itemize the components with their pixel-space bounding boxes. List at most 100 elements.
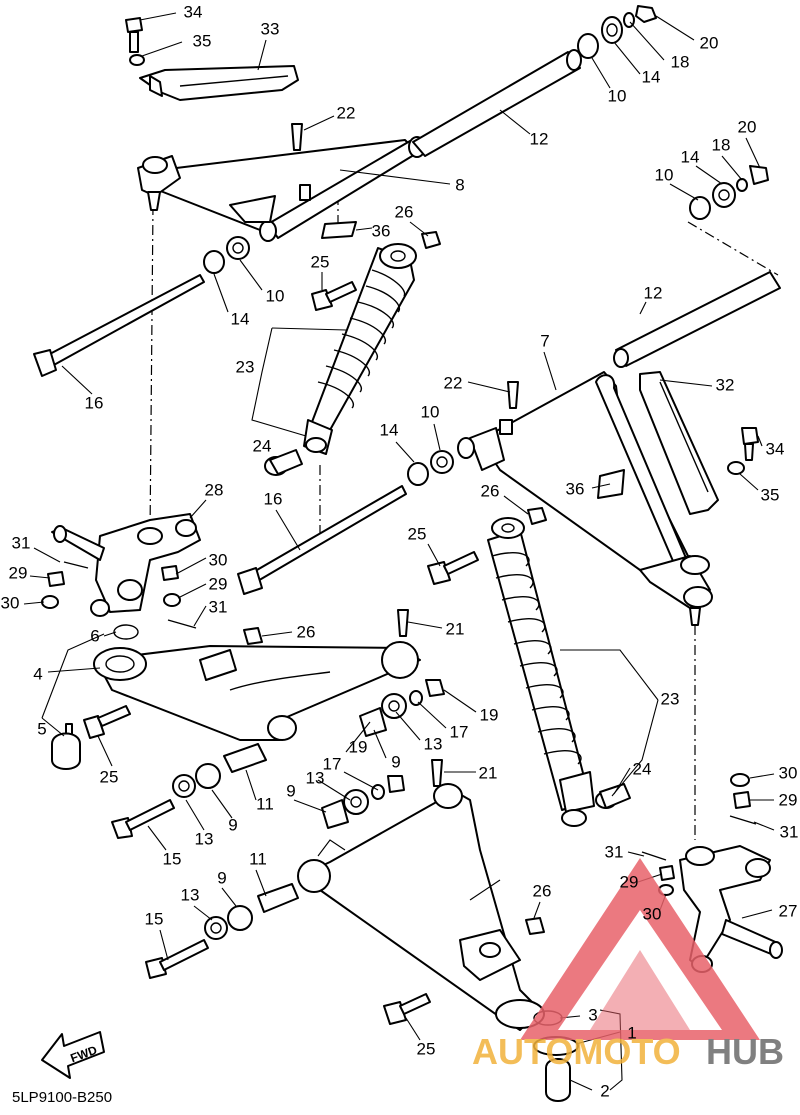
nut-26-middle: [527, 507, 547, 525]
callout-22: 22: [337, 103, 356, 122]
bolt-25-left: [83, 705, 131, 739]
grease-nipple-21-center: [431, 759, 443, 787]
callout-34: 34: [766, 439, 785, 458]
callout-16: 16: [264, 489, 283, 508]
bushings-center-stack: [321, 775, 405, 829]
callout-14: 14: [642, 67, 661, 86]
bolt-25-bottom: [383, 993, 431, 1025]
shock-absorber-upper: [264, 243, 417, 476]
callout-20: 20: [738, 117, 757, 136]
callout-36: 36: [566, 479, 585, 498]
bolt-16-middle: [237, 485, 407, 595]
knuckle-28: [51, 513, 201, 617]
lower-arm-4: [93, 641, 421, 741]
top-right-hardware: [577, 5, 657, 59]
callout-26: 26: [481, 481, 500, 500]
callout-29: 29: [209, 574, 228, 593]
callout-32: 32: [716, 375, 735, 394]
callout-4: 4: [33, 664, 42, 683]
callout-19: 19: [480, 705, 499, 724]
callout-21: 21: [479, 763, 498, 782]
callout-14: 14: [231, 309, 250, 328]
callout-10: 10: [421, 402, 440, 421]
callout-23: 23: [661, 689, 680, 708]
grease-nipple-22-right: [499, 381, 519, 435]
diagram-code: 5LP9100-B250: [12, 1089, 112, 1106]
callout-1: 1: [627, 1023, 636, 1042]
callout-14: 14: [380, 420, 399, 439]
left-hardware-29-30-31: [41, 561, 197, 629]
callout-17: 17: [450, 722, 469, 741]
watermark-brand-b: HUB: [706, 1031, 784, 1072]
callout-13: 13: [306, 768, 325, 787]
callout-3: 3: [588, 1005, 597, 1024]
callout-12: 12: [644, 283, 663, 302]
callout-25: 25: [408, 524, 427, 543]
callout-26: 26: [297, 622, 316, 641]
watermark-inner-triangle-icon: [590, 950, 690, 1030]
upper-arm-7: [457, 371, 713, 626]
callout-5: 5: [37, 719, 46, 738]
bolt-34-top: [125, 17, 145, 66]
callout-25: 25: [100, 767, 119, 786]
callout-35: 35: [193, 31, 212, 50]
callout-20: 20: [700, 33, 719, 52]
right-upper-hardware: [689, 165, 769, 220]
callout-14: 14: [681, 147, 700, 166]
callout-18: 18: [671, 52, 690, 71]
watermark-brand-a: AUTOMOTO: [472, 1031, 681, 1072]
callout-30: 30: [1, 593, 20, 612]
callout-6: 6: [90, 626, 99, 645]
bolt-25-upper: [311, 281, 357, 311]
callout-13: 13: [195, 829, 214, 848]
callout-17: 17: [323, 754, 342, 773]
bolt-15-upper: [111, 799, 175, 839]
callout-25: 25: [311, 252, 330, 271]
callout-21: 21: [446, 619, 465, 638]
callout-34: 34: [184, 2, 203, 21]
bolt-16-upper: [33, 274, 205, 377]
circlip-6: [113, 624, 139, 640]
callout-9: 9: [228, 815, 237, 834]
callout-10: 10: [266, 286, 285, 305]
callout-31: 31: [209, 597, 228, 616]
bolt-15-lower: [145, 939, 209, 979]
callout-8: 8: [455, 175, 464, 194]
bushings-middle-stack: [359, 679, 445, 737]
lower-arm-bottom: [297, 783, 545, 1031]
callout-31: 31: [12, 533, 31, 552]
callout-16: 16: [85, 393, 104, 412]
callout-30: 30: [643, 904, 662, 923]
callout-11: 11: [249, 849, 267, 868]
callout-13: 13: [181, 885, 200, 904]
callout-30: 30: [209, 550, 228, 569]
bushings-right-middle: [407, 450, 454, 486]
nut-26-top: [421, 231, 441, 249]
callout-13: 13: [424, 734, 443, 753]
callout-33: 33: [261, 19, 280, 38]
label-36-top: [321, 221, 357, 239]
callout-2: 2: [600, 1081, 609, 1100]
upper-arm-8: [137, 136, 426, 242]
bracket-32: [639, 371, 719, 515]
callout-22: 22: [444, 373, 463, 392]
callout-29: 29: [620, 872, 639, 891]
callout-29: 29: [779, 790, 798, 809]
callout-25: 25: [417, 1039, 436, 1058]
forward-arrow-icon: FWD: [41, 1031, 105, 1079]
callout-19: 19: [349, 737, 368, 756]
ball-joint-5: [51, 723, 81, 770]
watermark-triangle-icon: [520, 858, 760, 1040]
callout-9: 9: [217, 868, 226, 887]
shock-absorber-lower: [487, 517, 631, 827]
callout-35: 35: [761, 485, 780, 504]
callout-10: 10: [655, 165, 674, 184]
callout-30: 30: [779, 763, 798, 782]
grease-nipple-22-top: [291, 123, 311, 201]
grease-nipple-21-left: [243, 609, 409, 645]
callout-26: 26: [533, 881, 552, 900]
bolt-34-right: [727, 427, 759, 475]
callout-29: 29: [9, 563, 28, 582]
